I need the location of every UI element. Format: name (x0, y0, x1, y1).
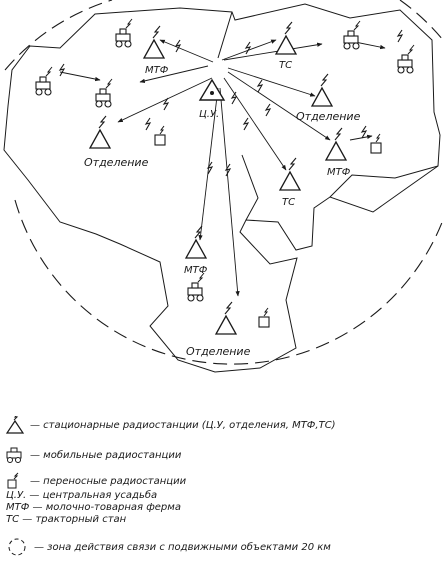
portable-radio (370, 133, 382, 154)
station-otdelenie-west (89, 115, 111, 149)
station-mtf-north (143, 25, 165, 59)
legend-text: — стационарные радиостанции (Ц.У, отделе… (30, 419, 336, 431)
legend-text: Ц.У. — центральная усадьба (6, 489, 158, 501)
station-mtf-south (185, 225, 207, 259)
territory-boundary (3, 3, 441, 373)
label-otdelenie-south: Отделение (186, 345, 251, 358)
station-ts-north (275, 21, 297, 55)
radio-network-diagram: МТФ ТС Ц.У. Отделение МТФ Отделение ТС М… (3, 0, 444, 373)
label-otdelenie-west: Отделение (84, 156, 149, 169)
legend-text: МТФ — молочно-товарная ферма (6, 501, 181, 513)
zone-circle-icon (8, 538, 26, 556)
station-mtf-east (325, 127, 347, 161)
legend-item-zone: — зона действия связи с подвижными объек… (4, 538, 331, 556)
district-line (329, 165, 439, 198)
legend-item-stationary: — стационарные радиостанции (Ц.У, отделе… (4, 416, 336, 434)
mobile-radio (397, 44, 415, 74)
communication-links (59, 39, 386, 297)
mobile-radio (187, 272, 205, 302)
mobile-radio (95, 78, 113, 108)
station-otdelenie-south (215, 301, 237, 335)
district-line (217, 11, 233, 59)
legend-text: — мобильные радиостанции (30, 449, 182, 461)
coverage-zone-arc (399, 0, 444, 41)
portable-radio (154, 125, 166, 146)
label-mtf-east: МТФ (327, 167, 351, 178)
label-mtf: МТФ (145, 65, 169, 76)
station-otdelenie-east (311, 73, 333, 107)
legend-item-cu: Ц.У. — центральная усадьба (6, 486, 157, 504)
mobile-radio (115, 18, 133, 48)
legend-text: ТС — тракторный стан (6, 513, 127, 525)
portable-radio (258, 307, 270, 328)
legend-item-mobile: — мобильные радиостанции (4, 446, 181, 464)
coverage-zone-arc (14, 199, 444, 365)
legend-text: — переносные радиостанции (30, 475, 187, 487)
legend-item-mtf: МТФ — молочно-товарная ферма (6, 498, 181, 516)
coverage-zone-arc (4, 0, 113, 71)
label-otdelenie-east: Отделение (296, 110, 361, 123)
mobile-radio (343, 20, 361, 50)
station-ts-south (279, 157, 301, 191)
label-mtf-south: МТФ (184, 265, 208, 276)
legend-item-ts: ТС — тракторный стан (6, 510, 126, 528)
stationary-radio-icon (5, 416, 25, 434)
label-central-estate: Ц.У. (199, 109, 219, 120)
legend: — стационарные радиостанции (Ц.У, отделе… (0, 400, 444, 574)
label-ts: ТС (279, 60, 292, 71)
district-line (241, 154, 259, 221)
station-central-estate (198, 78, 226, 101)
legend-text: — зона действия связи с подвижными объек… (34, 541, 331, 553)
legend-item-portable: — переносные радиостанции (4, 472, 186, 490)
mobile-radio-icon (6, 447, 22, 463)
portable-radio-icon (7, 472, 19, 489)
label-ts-south: ТС (282, 197, 295, 208)
mobile-radio (35, 66, 53, 96)
